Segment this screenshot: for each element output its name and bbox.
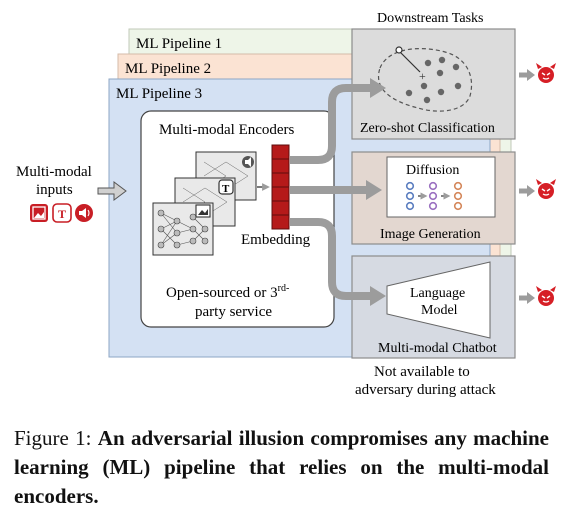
task-label-zero-shot: Zero-shot Classification xyxy=(360,121,495,136)
task-label-image-gen: Image Generation xyxy=(380,227,481,242)
encoder-title: Multi-modal Encoders xyxy=(159,122,295,138)
embedding-to-tasks-arrows xyxy=(290,84,372,300)
diagram-canvas: ML Pipeline 1 ML Pipeline 2 ML Pipeline … xyxy=(16,11,556,398)
not-available-line2: adversary during attack xyxy=(355,382,496,398)
text-icon: T xyxy=(52,203,72,223)
inputs-label-line1: Multi-modal xyxy=(16,164,92,180)
devil-icon xyxy=(536,179,556,199)
svg-text:T: T xyxy=(58,207,66,221)
svg-text:T: T xyxy=(222,183,230,195)
pipeline-3-label: ML Pipeline 3 xyxy=(116,86,202,102)
encoder-source-line2: party service xyxy=(195,304,272,320)
language-model-line2: Model xyxy=(421,303,458,318)
image-icon xyxy=(30,204,48,222)
figure-caption: Figure 1: An adversarial illusion compro… xyxy=(14,424,549,511)
diffusion-dots-icon xyxy=(405,181,463,211)
output-arrows xyxy=(519,69,535,304)
embedding-label: Embedding xyxy=(241,232,311,248)
audio-icon xyxy=(75,204,93,222)
task-label-chatbot: Multi-modal Chatbot xyxy=(378,341,497,356)
inputs-label-line2: inputs xyxy=(36,182,73,198)
caption-prefix: Figure 1: xyxy=(14,426,98,450)
diffusion-label: Diffusion xyxy=(406,163,459,178)
devil-icon xyxy=(536,63,556,83)
pipeline-2-label: ML Pipeline 2 xyxy=(125,61,211,77)
diffusion-model-box xyxy=(386,156,496,218)
embedding-vector xyxy=(271,144,290,230)
language-model-shape xyxy=(386,261,491,339)
pipeline-1-label: ML Pipeline 1 xyxy=(136,36,222,52)
caption-bold: An adversarial illusion compromises any … xyxy=(14,426,549,508)
not-available-line1: Not available to xyxy=(374,364,470,380)
embedding-to-tasks-arrowheads xyxy=(366,78,386,306)
input-to-encoder-arrow xyxy=(97,181,127,201)
devil-icon xyxy=(536,286,556,306)
language-model-line1: Language xyxy=(410,286,465,301)
zero-shot-cluster: + xyxy=(377,46,473,112)
encoder-source-line1: Open-sourced or 3rd- xyxy=(166,283,289,301)
downstream-header: Downstream Tasks xyxy=(377,11,483,26)
neural-network-stack-icon: T xyxy=(152,151,257,256)
svg-text:+: + xyxy=(419,69,426,83)
